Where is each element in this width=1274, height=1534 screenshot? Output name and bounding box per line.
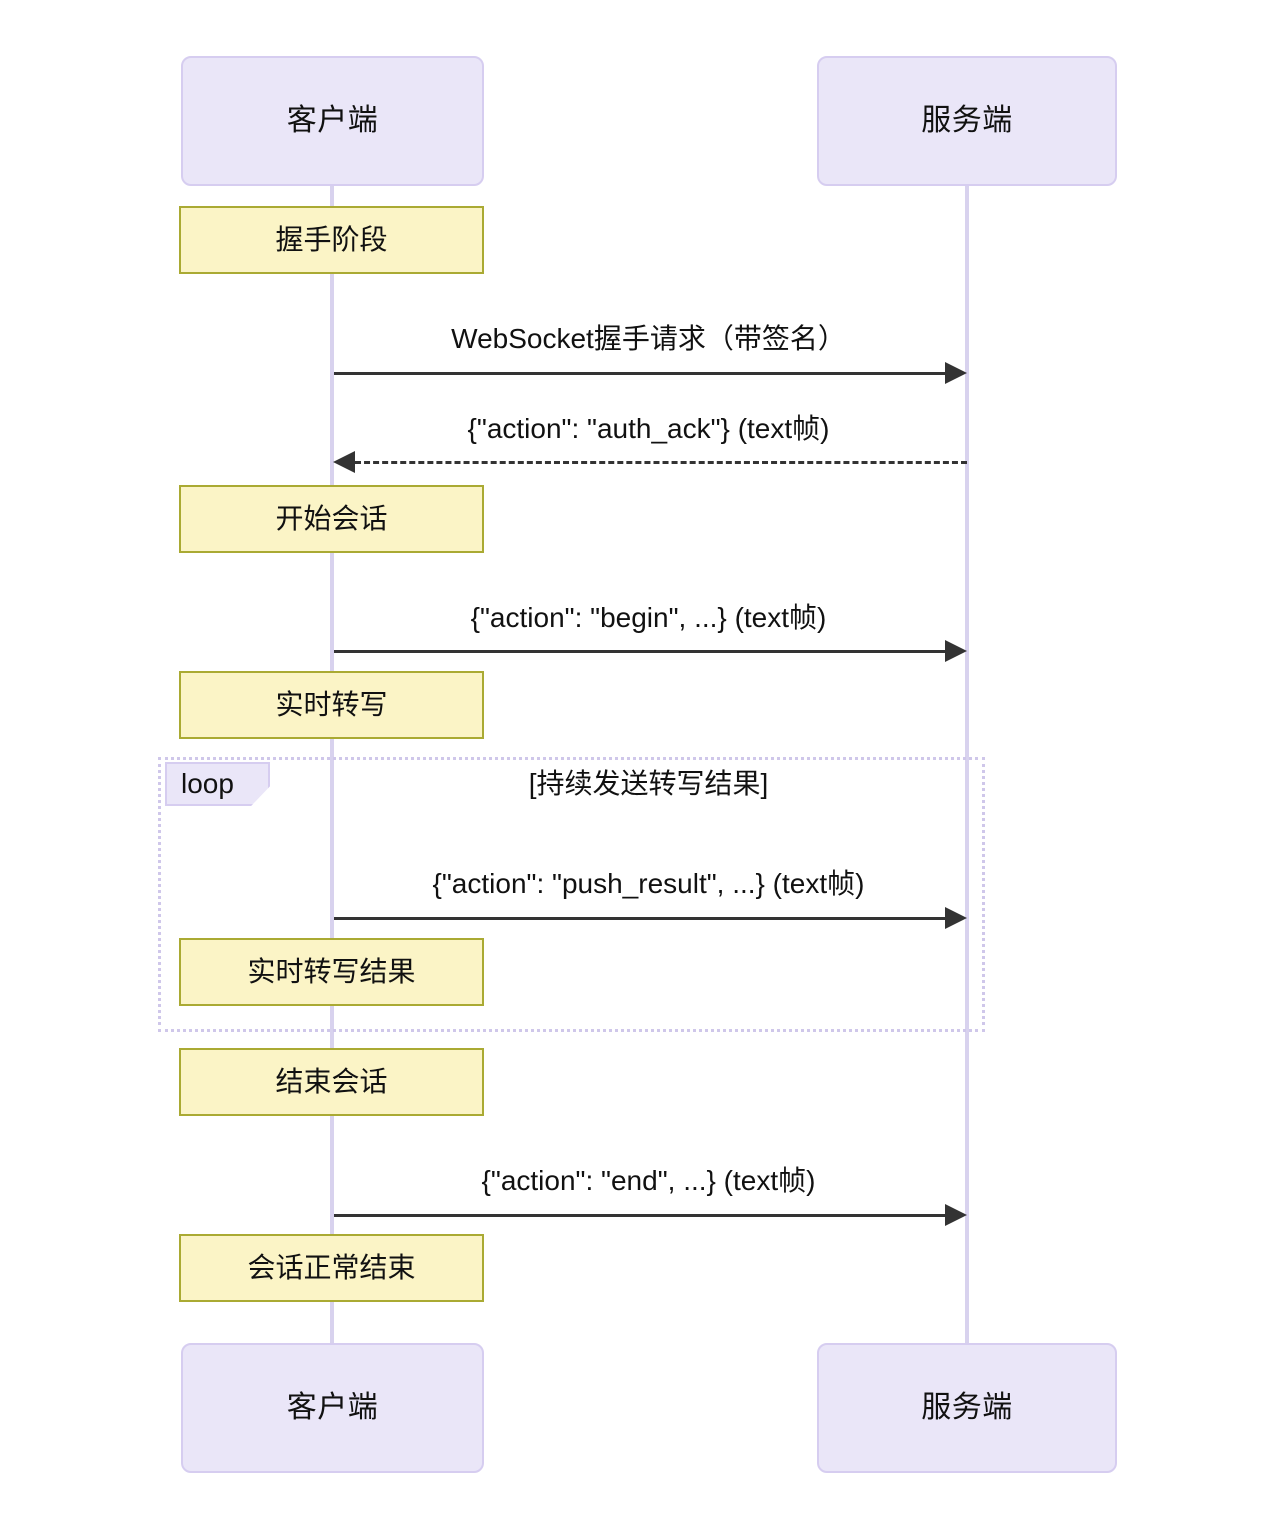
participant-client-top-label: 客户端 xyxy=(286,104,379,137)
message-begin-label: {"action": "begin", ...} (text帧) xyxy=(470,602,827,633)
message-handshake-request-arrowhead xyxy=(945,362,967,384)
fragment-loop-push-results xyxy=(158,757,985,1032)
fragment-loop-tab[interactable]: loop xyxy=(165,762,270,806)
participant-server-bottom[interactable]: 服务端 xyxy=(817,1343,1117,1473)
lifeline-server xyxy=(965,186,969,1352)
message-push-result-line xyxy=(334,917,945,920)
participant-client-bottom-label: 客户端 xyxy=(286,1391,379,1424)
message-auth-ack-label: {"action": "auth_ack"} (text帧) xyxy=(467,413,830,444)
note-session-closed[interactable]: 会话正常结束 xyxy=(179,1234,484,1302)
message-handshake-request-label: WebSocket握手请求（带签名） xyxy=(451,323,846,354)
message-begin-line xyxy=(334,650,945,653)
message-handshake-request-line xyxy=(334,372,945,375)
message-auth-ack-arrowhead xyxy=(333,451,355,473)
lifeline-client xyxy=(330,186,334,1352)
message-begin-arrowhead xyxy=(945,640,967,662)
participant-client-bottom[interactable]: 客户端 xyxy=(181,1343,484,1473)
note-session-closed-label: 会话正常结束 xyxy=(247,1252,416,1283)
note-handshake-label: 握手阶段 xyxy=(275,224,388,255)
note-end-session-label: 结束会话 xyxy=(275,1066,388,1097)
fragment-loop-title: [持续发送转写结果] xyxy=(528,768,769,799)
note-end-session[interactable]: 结束会话 xyxy=(179,1048,484,1116)
note-realtime-transcribe[interactable]: 实时转写 xyxy=(179,671,484,739)
message-end-arrowhead xyxy=(945,1204,967,1226)
message-end-line xyxy=(334,1214,945,1217)
message-auth-ack-line xyxy=(355,461,967,464)
note-realtime-result[interactable]: 实时转写结果 xyxy=(179,938,484,1006)
note-handshake[interactable]: 握手阶段 xyxy=(179,206,484,274)
note-start-session-label: 开始会话 xyxy=(275,503,388,534)
message-push-result-label: {"action": "push_result", ...} (text帧) xyxy=(432,868,865,899)
message-push-result-arrowhead xyxy=(945,907,967,929)
participant-server-top-label: 服务端 xyxy=(921,104,1013,137)
participant-server-top[interactable]: 服务端 xyxy=(817,56,1117,186)
participant-client-top[interactable]: 客户端 xyxy=(181,56,484,186)
message-end-label: {"action": "end", ...} (text帧) xyxy=(481,1165,816,1196)
participant-server-bottom-label: 服务端 xyxy=(921,1391,1013,1424)
note-realtime-result-label: 实时转写结果 xyxy=(247,956,416,987)
note-realtime-transcribe-label: 实时转写 xyxy=(275,689,388,720)
fragment-loop-tab-label: loop xyxy=(181,768,234,799)
note-start-session[interactable]: 开始会话 xyxy=(179,485,484,553)
